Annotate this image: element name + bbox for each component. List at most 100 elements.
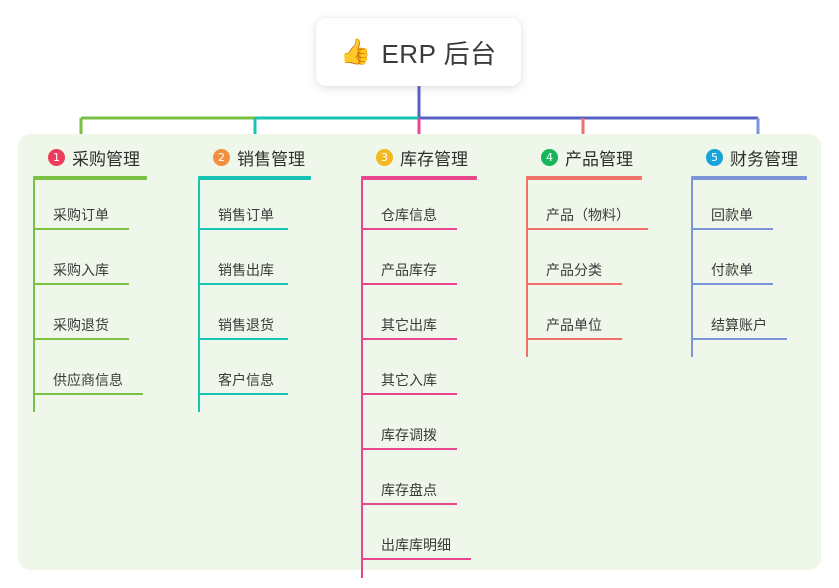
list-item-rule (361, 503, 457, 505)
list-item[interactable]: 回款单 (691, 180, 807, 235)
column-items: 回款单付款单结算账户 (691, 180, 807, 357)
column-items: 产品（物料） 产品分类产品单位 (526, 180, 648, 357)
list-item[interactable]: 结算账户 (691, 290, 807, 345)
column-title: 库存管理 (400, 149, 468, 169)
list-item-rule (526, 283, 622, 285)
list-item-label: 出库库明细 (381, 537, 451, 553)
list-item-label: 产品分类 (546, 262, 602, 278)
list-item-rule (33, 393, 143, 395)
list-item-rule (33, 338, 129, 340)
column-1: 1 采购管理采购订单采购入库采购退货供应商信息 (33, 144, 147, 412)
list-item[interactable]: 付款单 (691, 235, 807, 290)
column-number-badge: 1 (48, 148, 65, 166)
list-item-label: 产品（物料） (546, 207, 630, 223)
list-item[interactable]: 供应商信息 (33, 345, 147, 400)
list-item[interactable]: 产品分类 (526, 235, 642, 290)
column-spine (691, 180, 693, 357)
list-item-label: 采购退货 (53, 317, 109, 333)
list-item-label: 销售退货 (218, 317, 274, 333)
list-item-label: 仓库信息 (381, 207, 437, 223)
column-header-rule (198, 176, 311, 180)
list-item[interactable]: 销售退货 (198, 290, 311, 345)
list-item-rule (361, 338, 457, 340)
list-item-label: 销售出库 (218, 262, 274, 278)
column-header-2[interactable]: 2 销售管理 (198, 144, 311, 170)
list-item-rule (33, 283, 129, 285)
column-items: 采购订单采购入库采购退货供应商信息 (33, 180, 147, 412)
column-spine (526, 180, 528, 357)
list-item-rule (198, 283, 288, 285)
list-item-rule (526, 338, 622, 340)
column-number-badge: 5 (706, 148, 723, 166)
list-item-label: 产品库存 (381, 262, 437, 278)
list-item-rule (198, 228, 288, 230)
list-item[interactable]: 客户信息 (198, 345, 311, 400)
list-item-rule (361, 228, 457, 230)
list-item-label: 库存调拨 (381, 427, 437, 443)
list-item-rule (198, 393, 288, 395)
root-node-title: ERP 后台 (381, 38, 497, 69)
column-header-rule (526, 176, 642, 180)
list-item-rule (361, 393, 457, 395)
column-header-rule (361, 176, 477, 180)
list-item[interactable]: 库存盘点 (361, 455, 477, 510)
list-item-label: 其它出库 (381, 317, 437, 333)
column-2: 2 销售管理销售订单销售出库销售退货客户信息 (198, 144, 311, 412)
column-spine (33, 180, 35, 412)
column-header-3[interactable]: 3 库存管理 (361, 144, 477, 170)
column-3: 3 库存管理仓库信息产品库存其它出库其它入库库存调拨库存盘点出库库明细 (361, 144, 477, 578)
column-spine (361, 180, 363, 578)
list-item[interactable]: 仓库信息 (361, 180, 477, 235)
column-header-rule (691, 176, 807, 180)
list-item[interactable]: 采购退货 (33, 290, 147, 345)
column-items: 仓库信息产品库存其它出库其它入库库存调拨库存盘点出库库明细 (361, 180, 477, 578)
list-item-rule (33, 228, 129, 230)
list-item[interactable]: 产品单位 (526, 290, 642, 345)
column-items: 销售订单销售出库销售退货客户信息 (198, 180, 311, 412)
list-item-rule (691, 338, 787, 340)
list-item[interactable]: 出库库明细 (361, 510, 477, 565)
list-item-label: 产品单位 (546, 317, 602, 333)
list-item-rule (198, 338, 288, 340)
root-node-card[interactable]: 👍 ERP 后台 (316, 18, 521, 86)
mindmap-panel: 1 采购管理采购订单采购入库采购退货供应商信息 2 销售管理销售订单销售出库销售退货客… (18, 134, 821, 578)
column-number-badge: 3 (376, 148, 393, 166)
column-header-4[interactable]: 4 产品管理 (526, 144, 642, 170)
list-item-label: 结算账户 (711, 317, 767, 333)
column-header-5[interactable]: 5 财务管理 (691, 144, 807, 170)
list-item-rule (361, 283, 457, 285)
thumbs-up-icon: 👍 (340, 37, 372, 66)
list-item[interactable]: 产品（物料） (526, 180, 648, 235)
list-item-label: 采购订单 (53, 207, 109, 223)
list-item[interactable]: 销售订单 (198, 180, 311, 235)
list-item-label: 采购入库 (53, 262, 109, 278)
list-item[interactable]: 采购入库 (33, 235, 147, 290)
column-header-1[interactable]: 1 采购管理 (33, 144, 147, 170)
list-item-label: 销售订单 (218, 207, 274, 223)
column-title: 销售管理 (237, 149, 305, 169)
list-item-rule (526, 228, 648, 230)
list-item-rule (691, 283, 773, 285)
list-item-label: 客户信息 (218, 372, 274, 388)
list-item-rule (691, 228, 773, 230)
column-number-badge: 4 (541, 148, 558, 166)
column-spine (198, 180, 200, 412)
column-title: 采购管理 (72, 149, 140, 169)
list-item-label: 其它入库 (381, 372, 437, 388)
column-number-badge: 2 (213, 148, 230, 166)
list-item-label: 回款单 (711, 207, 753, 223)
list-item-rule (361, 558, 471, 560)
list-item[interactable]: 其它入库 (361, 345, 477, 400)
list-item[interactable]: 销售出库 (198, 235, 311, 290)
list-item-label: 付款单 (711, 262, 753, 278)
list-item[interactable]: 产品库存 (361, 235, 477, 290)
list-item[interactable]: 库存调拨 (361, 400, 477, 455)
list-item[interactable]: 其它出库 (361, 290, 477, 345)
column-header-rule (33, 176, 147, 180)
list-item-rule (361, 448, 457, 450)
column-title: 财务管理 (730, 149, 798, 169)
list-item[interactable]: 采购订单 (33, 180, 147, 235)
column-title: 产品管理 (565, 149, 633, 169)
column-4: 4 产品管理产品（物料） 产品分类产品单位 (526, 144, 648, 357)
list-item-label: 供应商信息 (53, 372, 123, 388)
